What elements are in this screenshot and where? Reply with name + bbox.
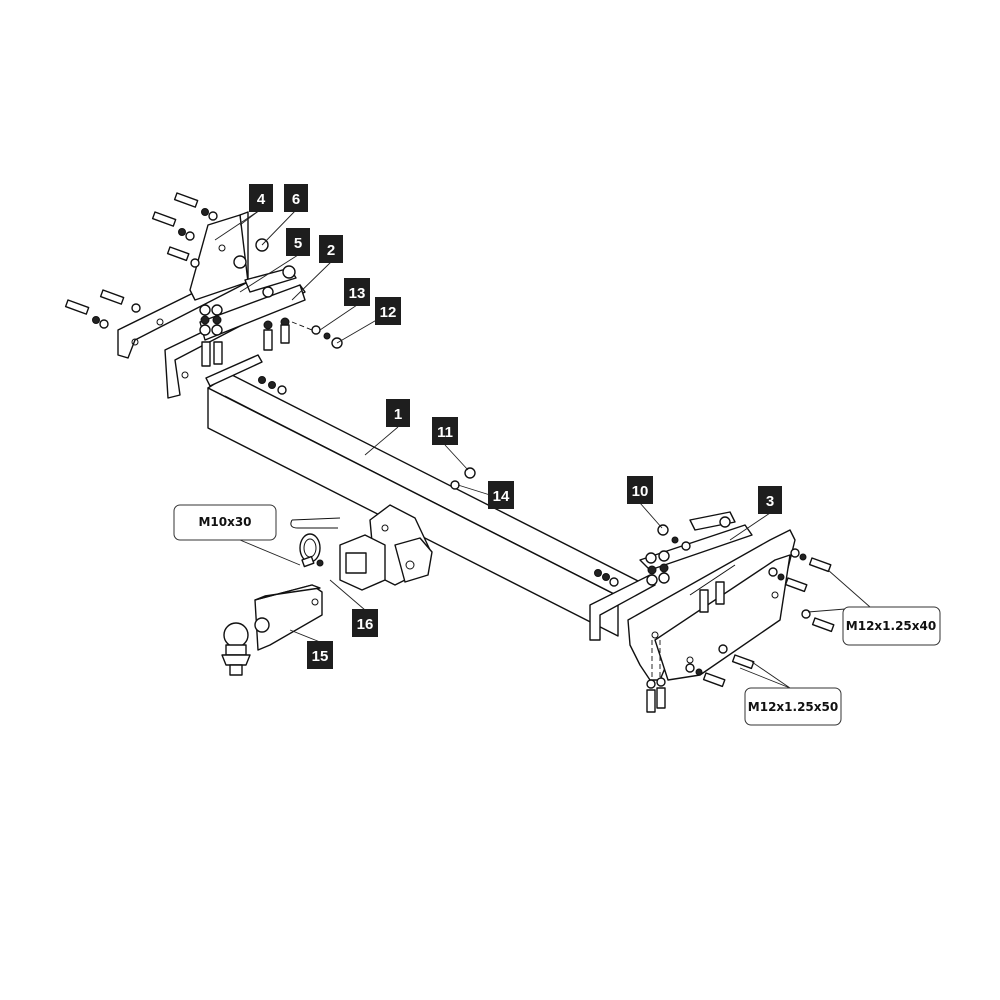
- svg-text:1: 1: [394, 406, 402, 423]
- callout-6: 6: [284, 184, 308, 212]
- callout-16: 16: [352, 609, 378, 637]
- svg-text:13: 13: [349, 285, 366, 302]
- callout-10: 10: [627, 476, 653, 504]
- callout-12: 12: [375, 297, 401, 325]
- callout-3: 3: [758, 486, 782, 514]
- svg-text:4: 4: [257, 191, 266, 208]
- bolt-icon: [99, 289, 141, 313]
- callout-11: 11: [432, 417, 458, 445]
- svg-text:2: 2: [327, 242, 335, 259]
- svg-text:5: 5: [294, 235, 302, 252]
- bolt-icon: [173, 192, 218, 221]
- right-bolts: [450, 467, 835, 713]
- ball-mount-15: [221, 584, 323, 676]
- svg-text:M10x30: M10x30: [198, 515, 251, 529]
- spec-callout-m12x1.25x50: M12x1.25x50: [744, 687, 842, 726]
- svg-text:11: 11: [437, 424, 453, 441]
- spec-callout-m10x30: M10x30: [173, 504, 277, 541]
- bolt-icon: [151, 211, 195, 241]
- callout-5: 5: [286, 228, 310, 256]
- svg-text:6: 6: [292, 191, 300, 208]
- tube-end-plate-left: [205, 354, 263, 387]
- callout-2: 2: [319, 235, 343, 263]
- svg-text:M12x1.25x50: M12x1.25x50: [748, 700, 838, 714]
- callout-1: 1: [386, 399, 410, 427]
- callout-15: 15: [307, 641, 333, 669]
- callout-14: 14: [488, 481, 514, 509]
- receiver-socket: [339, 504, 433, 591]
- bolt-icon: [64, 299, 109, 329]
- spec-callout-m12x1.25x40: M12x1.25x40: [842, 606, 941, 646]
- left-bolts: [64, 192, 343, 395]
- leader-lines: [214, 209, 871, 689]
- svg-text:12: 12: [380, 304, 397, 321]
- svg-text:M12x1.25x40: M12x1.25x40: [846, 619, 936, 633]
- right-bracket-3: [589, 511, 796, 681]
- svg-text:3: 3: [766, 493, 774, 510]
- spring-clip-16: [290, 517, 341, 568]
- bolt-icon: [166, 246, 200, 268]
- callout-4: 4: [249, 184, 273, 212]
- svg-text:15: 15: [312, 648, 329, 665]
- svg-text:16: 16: [357, 616, 374, 633]
- svg-text:14: 14: [493, 488, 510, 505]
- svg-text:10: 10: [632, 483, 649, 500]
- callout-13: 13: [344, 278, 370, 306]
